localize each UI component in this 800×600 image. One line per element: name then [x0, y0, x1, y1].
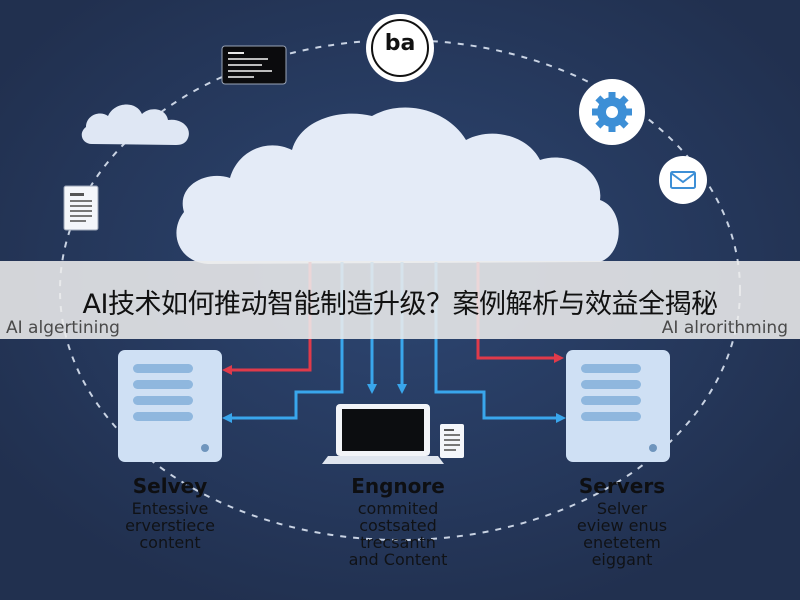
logo-text: ba	[384, 31, 416, 56]
title-banner	[0, 261, 800, 339]
blue-arrow-right	[434, 262, 566, 423]
server-icon	[118, 350, 222, 462]
column-line: costsated	[359, 516, 437, 535]
column-line: and Content	[348, 550, 448, 569]
ba-logo-icon	[366, 14, 434, 82]
server-icon	[566, 350, 670, 462]
small-cloud-icon	[81, 104, 189, 145]
column-text-center: commited costsated trecsantn and Content	[298, 500, 498, 568]
mail-icon	[659, 156, 707, 204]
column-line: Entessive	[131, 499, 209, 518]
column-text-left: Entessive erverstiece content	[70, 500, 270, 551]
column-line: Selver	[596, 499, 648, 518]
column-title-left: Selvey	[132, 474, 208, 498]
column-line: trecsantn	[360, 533, 436, 552]
blue-arrow-left	[222, 262, 344, 423]
left-caption: AI algertining	[6, 318, 120, 338]
column-text-right: Selver eview enus enetetem eiggant	[522, 500, 722, 568]
gear-icon	[579, 79, 645, 145]
terminal-icon	[221, 45, 287, 85]
laptop-icon	[322, 404, 444, 464]
column-title-center: Engnore	[351, 474, 445, 498]
document-icon	[63, 185, 99, 231]
column-line: commited	[357, 499, 439, 518]
cloud-icon	[176, 107, 619, 265]
document-icon	[440, 424, 464, 458]
column-line: erverstiece	[125, 516, 215, 535]
column-line: eview enus	[576, 516, 668, 535]
column-line: content	[139, 533, 201, 552]
right-caption: AI alrorithming	[661, 318, 788, 338]
column-title-right: Servers	[578, 474, 666, 498]
banner-title: AI技术如何推动智能制造升级？案例解析与效益全揭秘	[82, 289, 718, 320]
column-line: eiggant	[591, 550, 653, 569]
column-line: enetetem	[583, 533, 661, 552]
